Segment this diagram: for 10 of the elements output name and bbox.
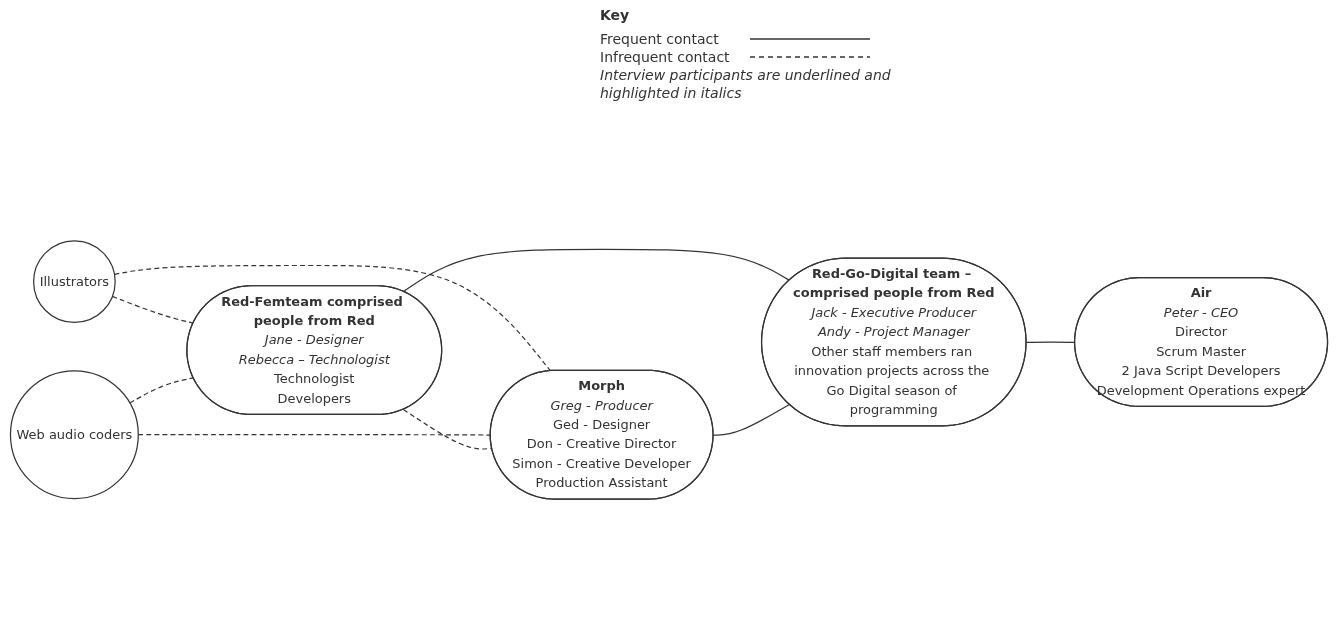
node-circle: Web audio coders (9, 370, 139, 500)
key-note: Interview participants are underlined and highlighted in italics (600, 66, 892, 102)
connector (129, 377, 194, 404)
legend-text: Infrequent contact (600, 48, 731, 66)
node-circle: Illustrators (33, 240, 116, 324)
connector (111, 295, 194, 324)
connector (402, 248, 791, 293)
legend-heading: Key (600, 6, 630, 24)
legend-text: Frequent contact (600, 30, 720, 48)
connector (113, 264, 552, 372)
